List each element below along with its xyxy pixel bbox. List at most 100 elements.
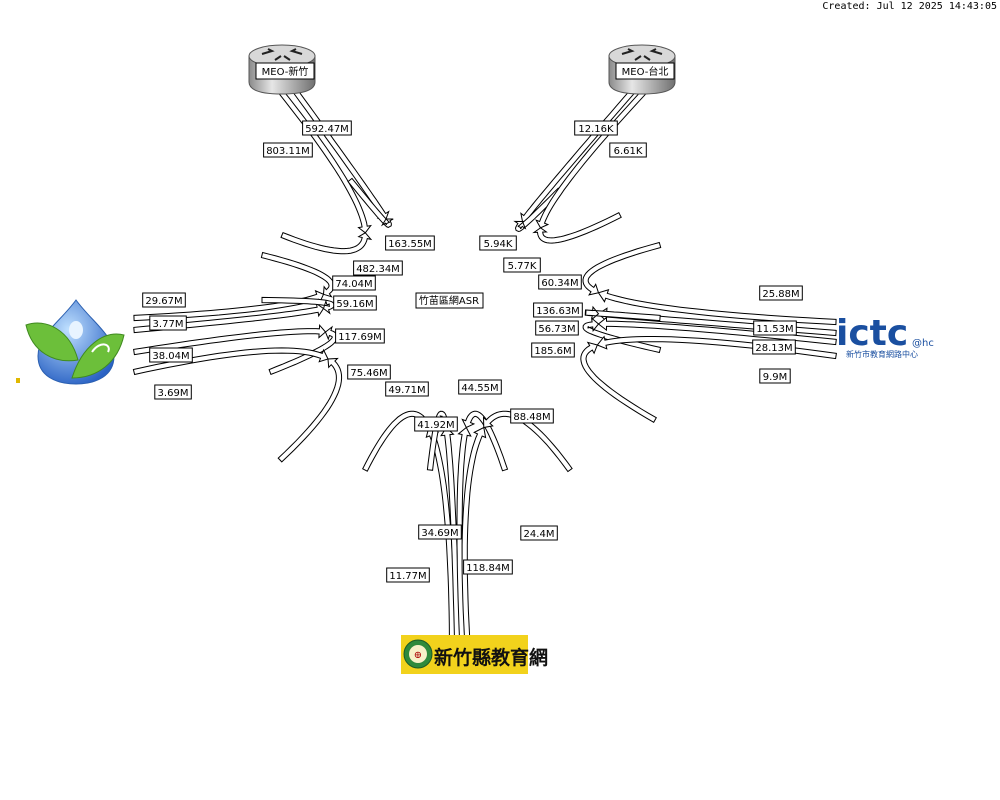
link-left-4-arrow-in[interactable] [277,357,343,463]
bandwidth-label-text: 482.34M [356,264,400,275]
bandwidth-label-box [142,292,186,308]
county-edu-title: 新竹縣教育網 [434,646,548,669]
hub-label: 竹苗區網ASR [419,294,479,307]
link-meo-hsinchu-1-arrow-out[interactable] [278,89,372,234]
bandwidth-label-text: 56.73M [538,324,575,335]
bandwidth-label-text: 60.34M [541,278,578,289]
bandwidth-label: 803.11M [263,142,313,158]
svg-text:⊕: ⊕ [414,650,422,661]
bandwidth-label: 11.53M [753,320,797,336]
bandwidth-label-text: 163.55M [388,239,432,250]
bandwidth-label-text: 41.92M [417,420,454,431]
bandwidth-label-text: 118.84M [466,563,510,574]
bandwidth-label-text: 185.6M [534,346,571,357]
hub-node-asr[interactable]: 竹苗區網ASR [415,292,484,309]
bandwidth-label-box [149,315,187,331]
bandwidth-label-box [759,368,791,384]
ictc-logo-node[interactable]: ictc @hc 新竹市教育網路中心 [836,313,934,359]
bandwidth-label: 28.13M [752,339,796,355]
ictc-logo-suffix: @hc [912,338,934,349]
link-meo-hsinchu-2-arrow-in[interactable] [347,177,394,228]
bandwidth-label-box [154,384,192,400]
bandwidth-label: 24.4M [520,525,558,541]
bandwidth-label-box [335,328,385,344]
link-left-1-arrow-out[interactable] [133,289,325,322]
bandwidth-label-box [302,120,352,136]
bandwidth-label-text: 3.77M [153,319,184,330]
bandwidth-label: 3.77M [149,315,187,331]
link-right-1-arrow-out[interactable] [597,289,837,326]
bandwidth-label-text: 74.04M [335,279,372,290]
bandwidth-label: 12.16K [574,120,618,136]
link-arrows [132,89,837,637]
bandwidth-label: 34.69M [418,524,462,540]
bandwidth-label-box [520,525,558,541]
bandwidth-label: 74.04M [332,275,376,291]
link-right-3-arrow-out[interactable] [597,316,837,346]
bandwidth-label: 88.48M [510,408,554,424]
link-right-4-arrow-in[interactable] [580,341,657,423]
created-timestamp: Created: Jul 12 2025 14:43:05 [822,1,997,12]
bandwidth-label-text: 49.71M [388,385,425,396]
link-left-2-arrow-in[interactable] [261,296,335,315]
bandwidth-label-text: 592.47M [305,124,349,135]
link-down-4-arrow-out[interactable] [461,426,487,637]
hsinchu-county-edu-node[interactable]: ⊕ 新竹縣教育網 [401,635,548,674]
bandwidth-label-box [458,379,502,395]
link-left-4-arrow-out[interactable] [132,347,329,376]
link-meo-hsinchu-1-arrow-in[interactable] [280,231,373,255]
bandwidth-label: 44.55M [458,379,502,395]
bandwidth-label-text: 28.13M [755,343,792,354]
bandwidth-label: 11.77M [386,567,430,583]
bandwidth-label-text: 9.9M [763,372,788,383]
bandwidth-label: 49.71M [385,381,429,397]
router-label-meo-taipei: MEO-台北 [622,65,669,78]
link-left-3-arrow-out[interactable] [133,323,327,356]
bandwidth-label-box [753,320,797,336]
link-left-1-arrow-in[interactable] [260,251,335,298]
bandwidth-label-text: 5.77K [508,261,537,272]
bandwidth-label: 5.94K [479,235,517,251]
bandwidth-label: 41.92M [414,416,458,432]
bandwidth-label-text: 24.4M [524,529,555,540]
bandwidth-label-text: 59.16M [336,299,373,310]
link-right-2-arrow-in[interactable] [584,305,661,322]
bandwidth-label-box [479,235,517,251]
router-meo-hsinchu[interactable]: MEO-新竹 [248,44,316,95]
bandwidth-label: 56.73M [535,320,579,336]
bandwidth-label-text: 5.94K [484,239,513,250]
bandwidth-label: 5.77K [503,257,541,273]
link-right-1-arrow-in[interactable] [582,241,662,296]
bandwidth-label-text: 12.16K [578,124,614,135]
bandwidth-label-box [332,275,376,291]
bandwidth-label: 136.63M [533,302,583,318]
bandwidth-label-text: 44.55M [461,383,498,394]
bandwidth-label: 117.69M [335,328,385,344]
bandwidth-label-text: 803.11M [266,146,310,157]
bandwidth-label-text: 136.63M [536,306,580,317]
bandwidth-label: 59.16M [333,295,377,311]
router-label-box [615,62,675,80]
bandwidth-label-text: 3.69M [158,388,189,399]
bandwidth-label-box [538,274,582,290]
bandwidth-label-text: 6.61K [614,146,643,157]
router-label-meo-hsinchu: MEO-新竹 [262,65,309,78]
bandwidth-label: 3.69M [154,384,192,400]
bandwidth-label: 25.88M [759,285,803,301]
bandwidth-label-box [535,320,579,336]
leaf-icon [71,333,125,379]
leaf-drop-logo-node[interactable] [16,299,125,385]
link-meo-taipei-1-arrow-in[interactable] [513,187,563,233]
bandwidth-label-box [503,257,541,273]
bandwidth-label-box [385,381,429,397]
leaf-icon [25,322,79,362]
link-meo-taipei-2-arrow-in[interactable] [532,212,622,244]
link-meo-taipei-2-arrow-out[interactable] [535,89,647,229]
bandwidth-label: 60.34M [538,274,582,290]
bandwidth-label-box [510,408,554,424]
bandwidth-label: 29.67M [142,292,186,308]
router-meo-taipei[interactable]: MEO-台北 [608,44,676,95]
bandwidth-label-text: 75.46M [350,368,387,379]
bandwidth-label-text: 29.67M [145,296,182,307]
ictc-subtitle: 新竹市教育網路中心 [846,349,918,359]
